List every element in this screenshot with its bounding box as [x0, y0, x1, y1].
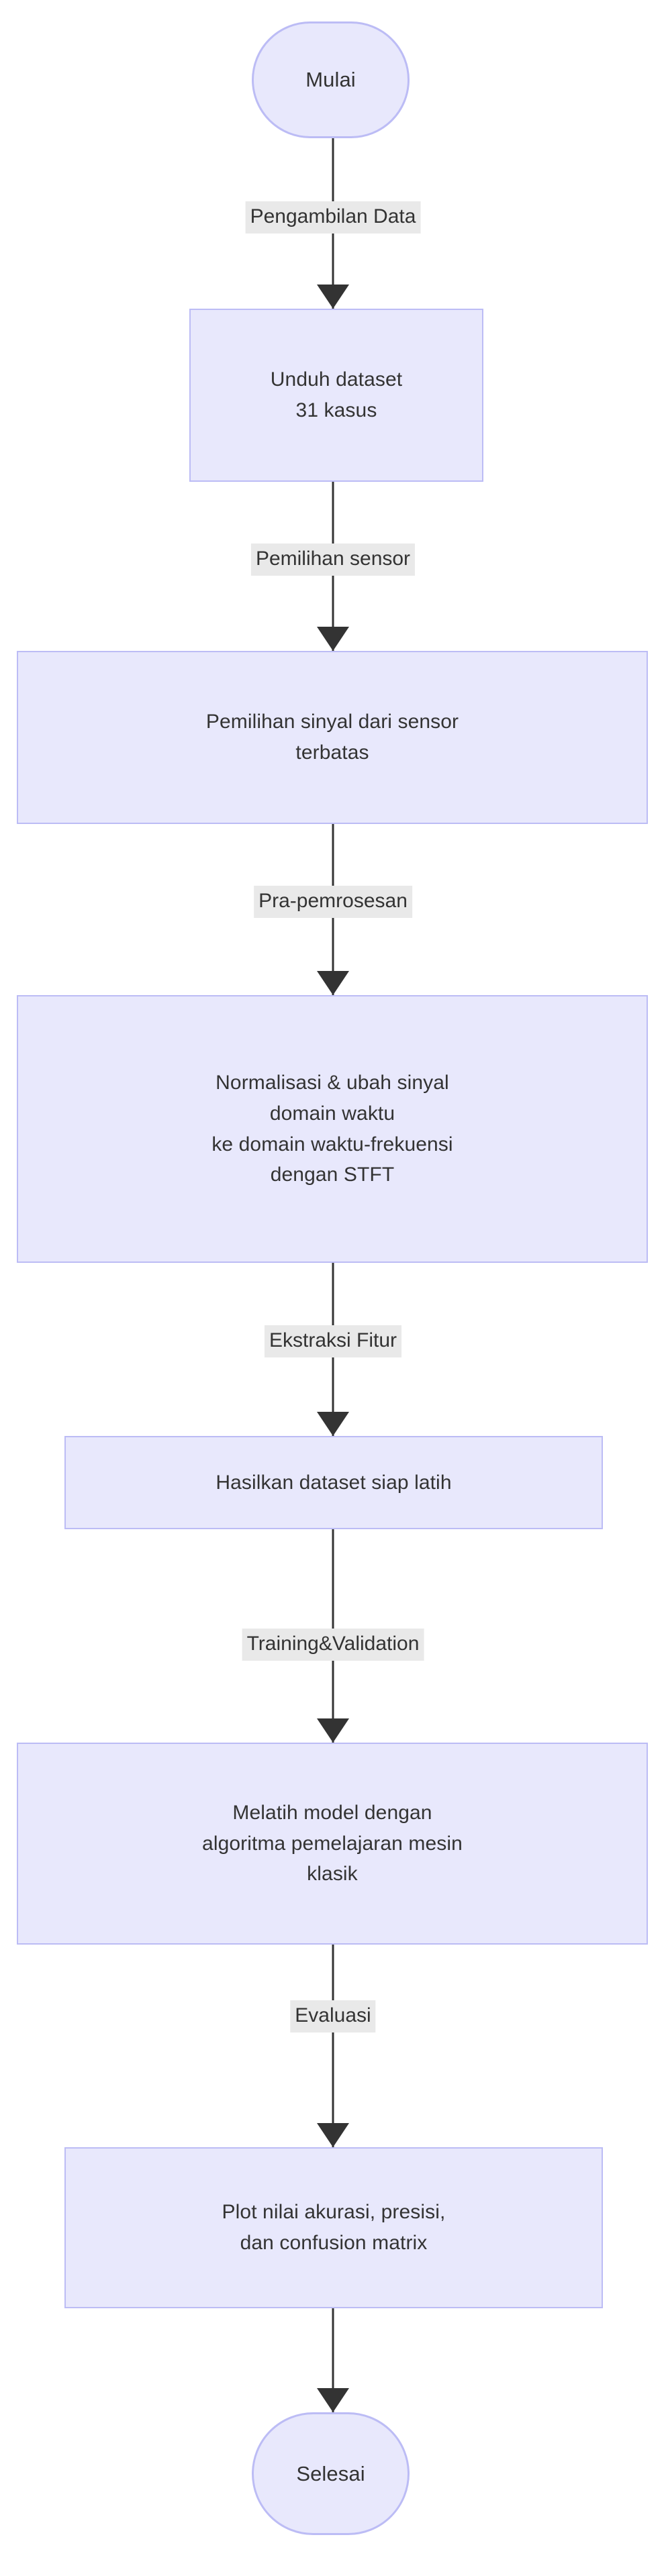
edge-arrow-evaluate-end [317, 2388, 349, 2412]
edge-arrow-download-signal [317, 627, 349, 651]
edge-label-ekstraksi-fitur: Ekstraksi Fitur [264, 1325, 402, 1357]
edge-label-evaluasi: Evaluasi [290, 2000, 376, 2032]
node-download-dataset[interactable]: Unduh dataset 31 kasus [189, 309, 483, 482]
node-preprocessing-stft[interactable]: Normalisasi & ubah sinyal domain waktu k… [17, 995, 648, 1263]
edge-arrow-signal-preprocess [317, 971, 349, 995]
edge-line-train-evaluate [332, 1945, 334, 2147]
node-end[interactable]: Selesai [252, 2412, 410, 2535]
node-signal-selection[interactable]: Pemilihan sinyal dari sensor terbatas [17, 651, 648, 824]
edge-arrow-train-evaluate [317, 2123, 349, 2147]
node-ready-dataset[interactable]: Hasilkan dataset siap latih [64, 1436, 603, 1529]
edge-label-training-validation: Training&Validation [242, 1629, 424, 1661]
edge-arrow-start-download [317, 285, 349, 309]
node-plot-metrics[interactable]: Plot nilai akurasi, presisi, dan confusi… [64, 2147, 603, 2308]
edge-label-pra-pemrosesan: Pra-pemrosesan [254, 886, 412, 918]
node-start[interactable]: Mulai [252, 21, 410, 138]
edge-line-evaluate-end [332, 2308, 334, 2412]
edge-label-pemilihan-sensor: Pemilihan sensor [250, 544, 416, 576]
edge-label-pengambilan-data: Pengambilan Data [245, 201, 421, 234]
edge-arrow-dataset-train [317, 1718, 349, 1743]
edge-arrow-preprocess-dataset [317, 1412, 349, 1436]
node-train-model[interactable]: Melatih model dengan algoritma pemelajar… [17, 1743, 648, 1945]
